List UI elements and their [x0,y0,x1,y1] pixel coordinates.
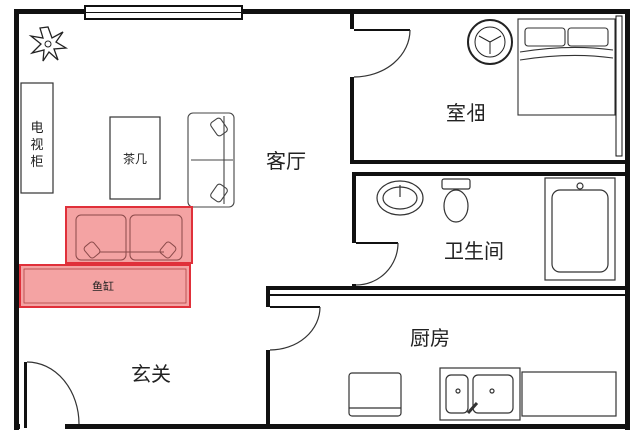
bathtub-icon [544,177,616,281]
kitchen-counter [521,371,617,417]
window [84,5,243,20]
plant-icon [28,26,69,62]
coffee-table-label: 茶几 [123,151,147,166]
room-label-bathroom: 卫生间 [444,239,504,263]
round-table-icon [467,19,513,65]
kitchen-door[interactable] [269,306,321,351]
fish-tank-label: 鱼缸 [92,279,114,293]
bed-icon [517,18,616,116]
bedroom-door[interactable] [353,29,411,78]
room-label-kitchen: 厨房 [410,326,450,350]
highlighted-sofa [65,206,193,264]
toilet-icon [441,178,471,223]
fish-tank: 鱼缸 [19,264,191,308]
stove-icon [348,372,402,417]
wash-basin-icon [376,180,424,216]
interior-walls [266,14,626,427]
side-sofa [187,112,235,208]
tv-cabinet-label-2: 视 [30,138,43,153]
tv-cabinet: 电 视 柜 [20,82,54,194]
bedroom-window [615,15,623,157]
room-label-living-room: 客厅 [266,149,306,173]
entrance-door[interactable] [24,361,80,428]
bathroom-door[interactable] [355,242,399,286]
kitchen-sink-icon [439,367,521,421]
tv-cabinet-label-3: 柜 [30,155,43,170]
outer-walls [14,9,630,430]
tv-cabinet-label: 电 [30,121,43,136]
room-label-entrance: 玄关 [131,362,171,386]
room-label-bedroom: 卧室 [446,101,486,125]
coffee-table: 茶几 [109,116,161,200]
